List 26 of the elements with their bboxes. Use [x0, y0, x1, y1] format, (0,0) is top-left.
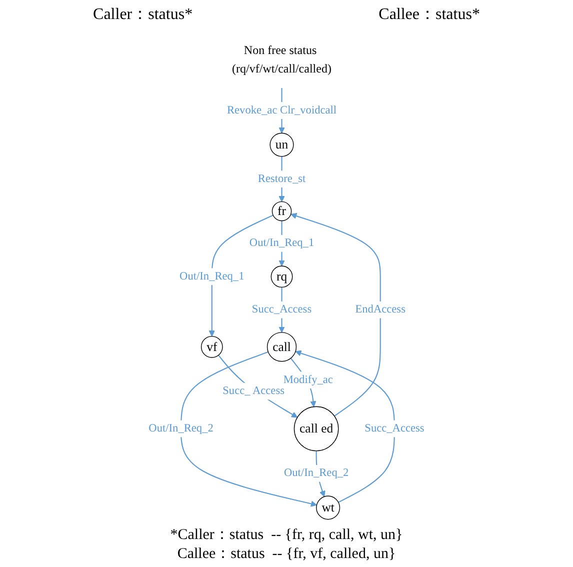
arrow: [295, 350, 396, 503]
arrow: [218, 354, 298, 418]
edge-label: Restore_st: [258, 172, 306, 185]
edge-label: EndAccess: [355, 303, 406, 316]
edge-label: Succ_ Access: [222, 384, 284, 397]
edge-label: Revoke_ac Clr_voidcall: [226, 104, 337, 116]
edge-label: Modify_ac: [283, 374, 333, 386]
node-circle: fr: [272, 201, 292, 222]
node-circle: rq: [270, 266, 293, 288]
column-heading: Callee：status*: [378, 5, 480, 25]
edge-label: Out/In_Req_1: [249, 237, 314, 250]
footnote: Callee：status -- {fr, vf, called, un}: [176, 545, 397, 563]
node-circle: vf: [200, 336, 223, 358]
edge-label: Out/In_Req_2: [148, 422, 214, 434]
arrow: [208, 214, 274, 337]
edge-label: Out/In_Req_2: [284, 467, 349, 480]
edge-label: Succ_Access: [252, 303, 312, 316]
footnote: *Caller：status -- {fr, rq, call, wt, un}: [170, 526, 403, 544]
edge-label: Out/In_Req_1: [180, 270, 244, 282]
edge-label: Succ_Access: [364, 422, 424, 434]
node-text: Non free status (rq/vf/wt/call/called): [232, 43, 332, 75]
node-circle: wt: [316, 496, 340, 520]
node-circle: un: [270, 132, 294, 157]
node-circle: call ed: [294, 406, 339, 452]
node-circle: call: [266, 332, 297, 362]
column-heading: Caller：status*: [93, 5, 193, 25]
